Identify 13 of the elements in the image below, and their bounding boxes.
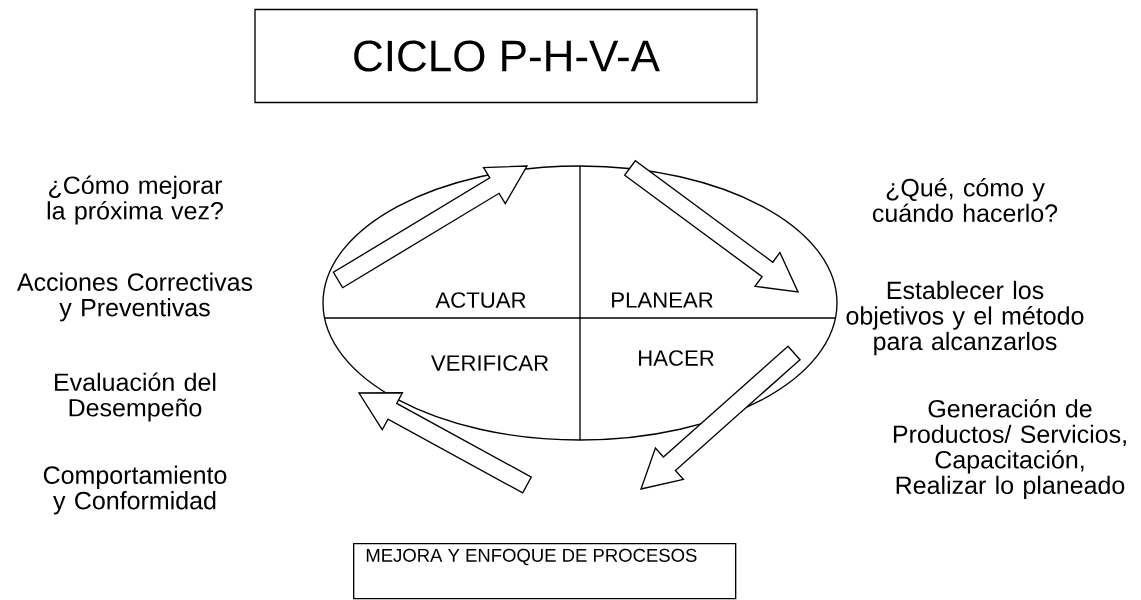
quadrant-ellipse bbox=[322, 165, 838, 441]
footer-box: MEJORA Y ENFOQUE DE PROCESOS bbox=[353, 543, 737, 600]
side-note: ¿Qué, cómo y cuándo hacerlo? bbox=[872, 177, 1058, 223]
side-note: Comportamiento y Conformidad bbox=[43, 465, 227, 515]
quadrant-label: VERIFICAR bbox=[431, 355, 549, 371]
quadrant-label: PLANEAR bbox=[612, 292, 713, 308]
quadrant-label: ACTUAR bbox=[435, 292, 526, 308]
side-note: Acciones Correctivas y Preventivas bbox=[16, 272, 253, 322]
side-note: Evaluación del Desempeño bbox=[55, 372, 216, 422]
quadrant-label: HACER bbox=[639, 350, 714, 366]
side-note: ¿Cómo mejorar la próxima vez? bbox=[47, 175, 223, 225]
side-note: Generación de Productos/ Servicios, Capacitación, Realizar lo planeado bbox=[893, 398, 1126, 500]
title-box: CICLO P-H-V-A bbox=[254, 8, 758, 104]
